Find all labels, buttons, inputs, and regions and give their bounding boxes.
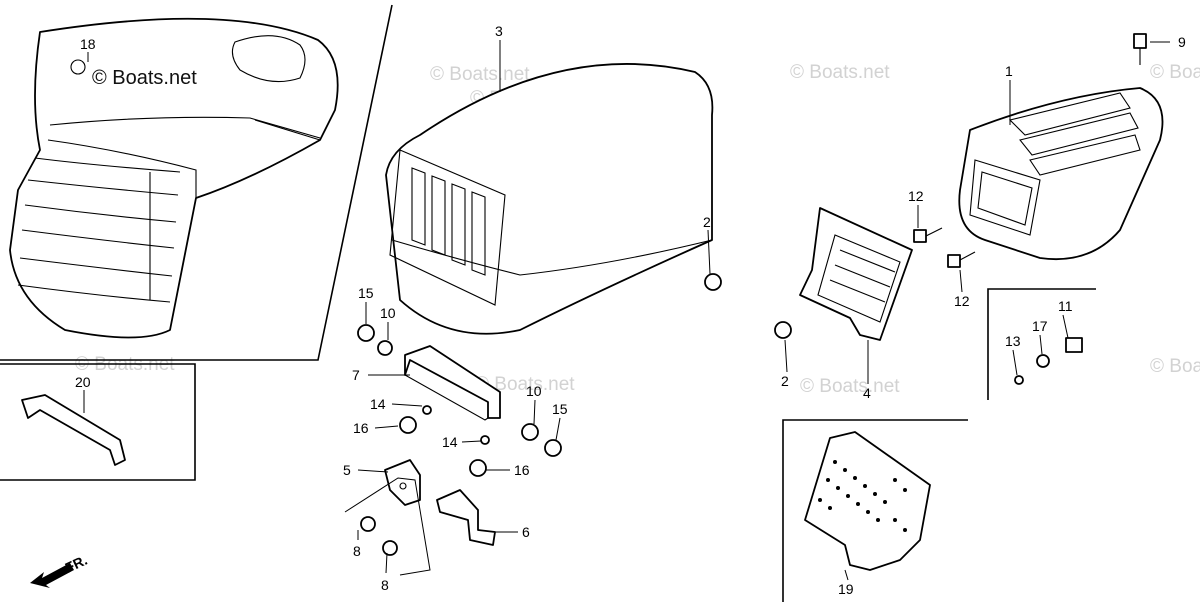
callout-8-lower: 8	[381, 577, 389, 593]
watermark-faint: © Boats.net	[790, 62, 890, 83]
watermark-faint: © Boats.net	[1150, 62, 1200, 83]
callout-19: 19	[838, 581, 854, 597]
callout-12-lower: 12	[954, 293, 970, 309]
front-direction-indicator: FR.	[30, 552, 90, 588]
callout-7: 7	[352, 367, 360, 383]
callout-13: 13	[1005, 333, 1021, 349]
bracket-part-5	[384, 459, 421, 506]
bolt-part-12b	[947, 254, 961, 268]
callout-16-left: 16	[353, 420, 369, 436]
callout-10-left: 10	[380, 305, 396, 321]
nut-part-15a	[357, 324, 375, 342]
leader-lines	[83, 40, 1170, 581]
callout-2-lower: 2	[781, 373, 789, 389]
callout-4: 4	[863, 385, 871, 401]
callout-14-upper: 14	[370, 396, 386, 412]
panel-part-1	[958, 87, 1164, 261]
screen-part-4	[799, 207, 913, 341]
frame-box-11	[987, 288, 1096, 400]
callout-17: 17	[1032, 318, 1048, 334]
callout-20: 20	[75, 374, 91, 390]
watermark-faint: © Boats.net	[475, 374, 575, 395]
callout-10-right: 10	[526, 383, 542, 399]
callout-1: 1	[1005, 63, 1013, 79]
hood-assembly-part-18	[9, 17, 339, 339]
washer-part-10a	[377, 340, 393, 356]
copyright-circle	[70, 59, 86, 75]
bolt-part-9	[1133, 33, 1147, 49]
callout-11: 11	[1058, 298, 1073, 314]
screw-part-13	[1014, 375, 1024, 385]
callout-8-upper: 8	[353, 543, 361, 559]
clip-part-2a	[704, 273, 722, 291]
bracket-part-7	[404, 345, 501, 421]
frame-box-19	[782, 419, 968, 602]
plate-part-19	[804, 431, 931, 571]
callout-18: 18	[80, 36, 96, 52]
clip-part-2b	[774, 321, 792, 339]
bolt-part-12a	[913, 229, 927, 243]
callout-5: 5	[343, 462, 351, 478]
watermark-main: © Boats.net	[92, 67, 197, 89]
front-label: FR.	[63, 552, 90, 576]
screw-part-14b	[480, 435, 490, 445]
watermark-faint: © Boats.net	[1150, 356, 1200, 377]
callout-15-left: 15	[358, 285, 374, 301]
bracket-part-20	[21, 394, 126, 466]
washer-part-17	[1036, 354, 1050, 368]
brand-watermark: © Boats.net	[70, 59, 197, 89]
callout-9: 9	[1178, 34, 1186, 50]
callout-3: 3	[495, 23, 503, 39]
callout-15-right: 15	[552, 401, 568, 417]
callout-12-upper: 12	[908, 188, 924, 204]
perforations	[818, 460, 907, 532]
hood-shell-part-3	[385, 63, 714, 335]
bolt-part-16b	[469, 459, 487, 477]
nut-part-11	[1065, 337, 1083, 353]
bracket-part-6	[436, 489, 496, 546]
frame-line-hood	[0, 4, 393, 361]
bolt-part-16a	[399, 416, 417, 434]
nut-part-15b	[544, 439, 562, 457]
frame-box-20	[0, 363, 196, 481]
callout-2-upper: 2	[703, 214, 711, 230]
fasteners	[357, 33, 1147, 556]
bolt-part-8b	[382, 540, 398, 556]
callout-16-right: 16	[514, 462, 530, 478]
washer-part-10b	[521, 423, 539, 441]
watermark-faint: © Boats.net	[430, 64, 530, 85]
screw-part-14a	[422, 405, 432, 415]
callout-labels: 18 3 1 9 2 2 12 12 4 15 10 7 14 16 10 15…	[75, 23, 1186, 597]
bolt-part-8a	[360, 516, 376, 532]
callout-14-lower: 14	[442, 434, 458, 450]
callout-6: 6	[522, 524, 530, 540]
watermark-faint: © Boats.net	[800, 376, 900, 397]
front-arrow-icon	[30, 563, 74, 588]
section-frames	[0, 4, 1096, 602]
